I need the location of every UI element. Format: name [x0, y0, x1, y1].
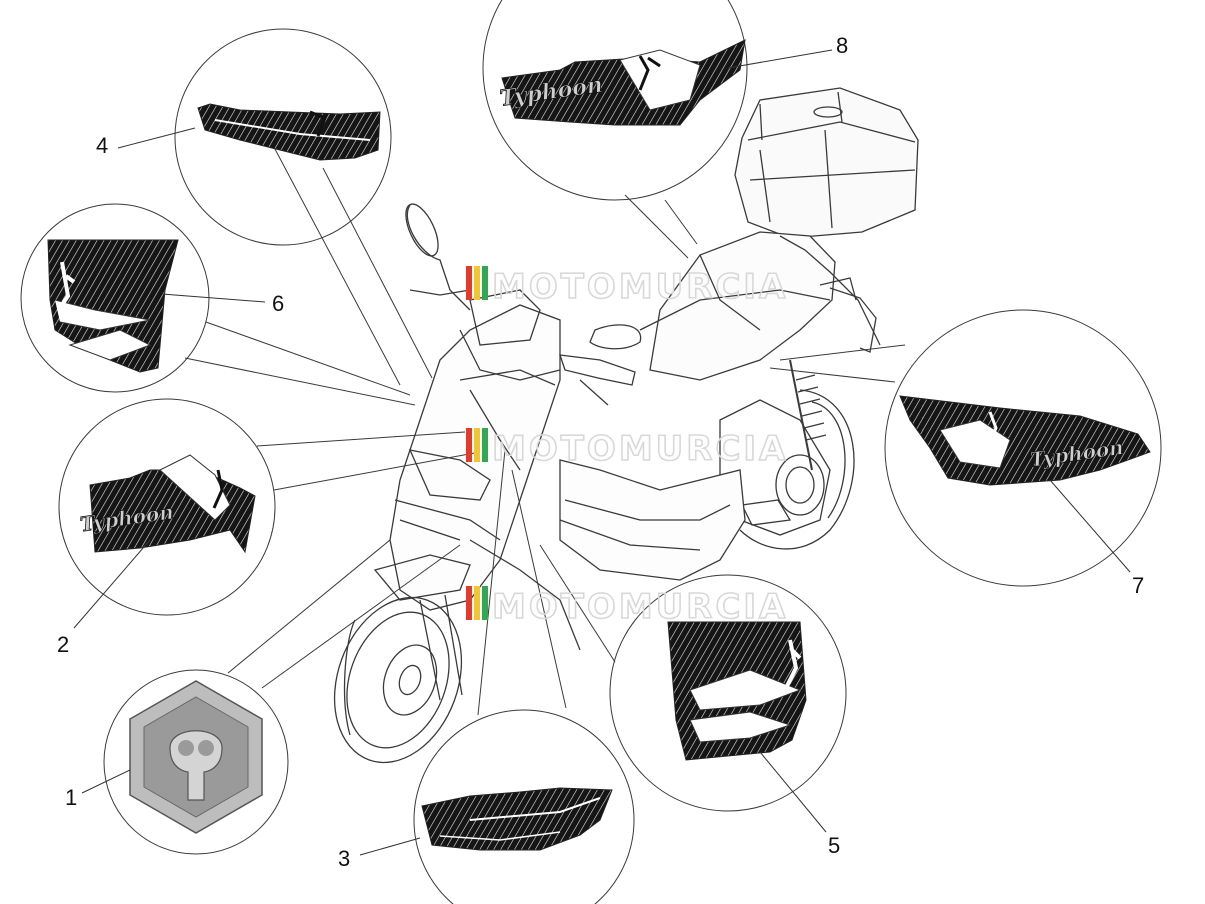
detail-circle-1: [103, 669, 289, 855]
typhoon-decal-top-icon: Typhoon: [498, 39, 746, 126]
detail-circle-4: [174, 28, 392, 246]
watermark-text: MOTOMURCIA: [492, 587, 788, 627]
callout-markers: [73, 49, 1131, 856]
leader-lines: [184, 116, 906, 716]
callout-label-7[interactable]: 7: [1132, 573, 1144, 598]
callout-label-3[interactable]: 3: [338, 846, 350, 871]
watermark-text: MOTOMURCIA: [492, 267, 788, 307]
detail-circle-5: [609, 574, 847, 812]
top-case: [734, 87, 919, 239]
watermark-text: MOTOMURCIA: [492, 429, 788, 469]
callout-label-1[interactable]: 1: [65, 785, 77, 810]
callout-label-4[interactable]: 4: [96, 133, 108, 158]
callout-label-5[interactable]: 5: [828, 833, 840, 858]
decal-panel-icon: [667, 621, 807, 761]
callout-label-6[interactable]: 6: [272, 291, 284, 316]
detail-circle-7: [884, 309, 1162, 587]
watermark-2: MOTOMURCIA: [466, 428, 788, 470]
typhoon-decal-rear-icon: Typhoon: [899, 395, 1151, 486]
callout-label-2[interactable]: 2: [57, 632, 69, 657]
detail-circles: [20, 0, 1162, 904]
piaggio-emblem-icon: [129, 680, 263, 834]
decal-front-panel-icon: [47, 239, 179, 373]
watermark-3: MOTOMURCIA: [466, 586, 788, 628]
detail-circle-3: [413, 709, 635, 904]
detail-circle-2: [58, 398, 276, 616]
decal-side-icon: [421, 787, 613, 851]
typhoon-decal-front-icon: Typhoon: [78, 454, 256, 554]
scooter-drawing: [333, 87, 919, 764]
detail-circle-8: [482, 0, 748, 201]
watermark-1: MOTOMURCIA: [466, 266, 788, 308]
callout-label-8[interactable]: 8: [836, 33, 848, 58]
decal-shield-icon: [197, 103, 381, 161]
